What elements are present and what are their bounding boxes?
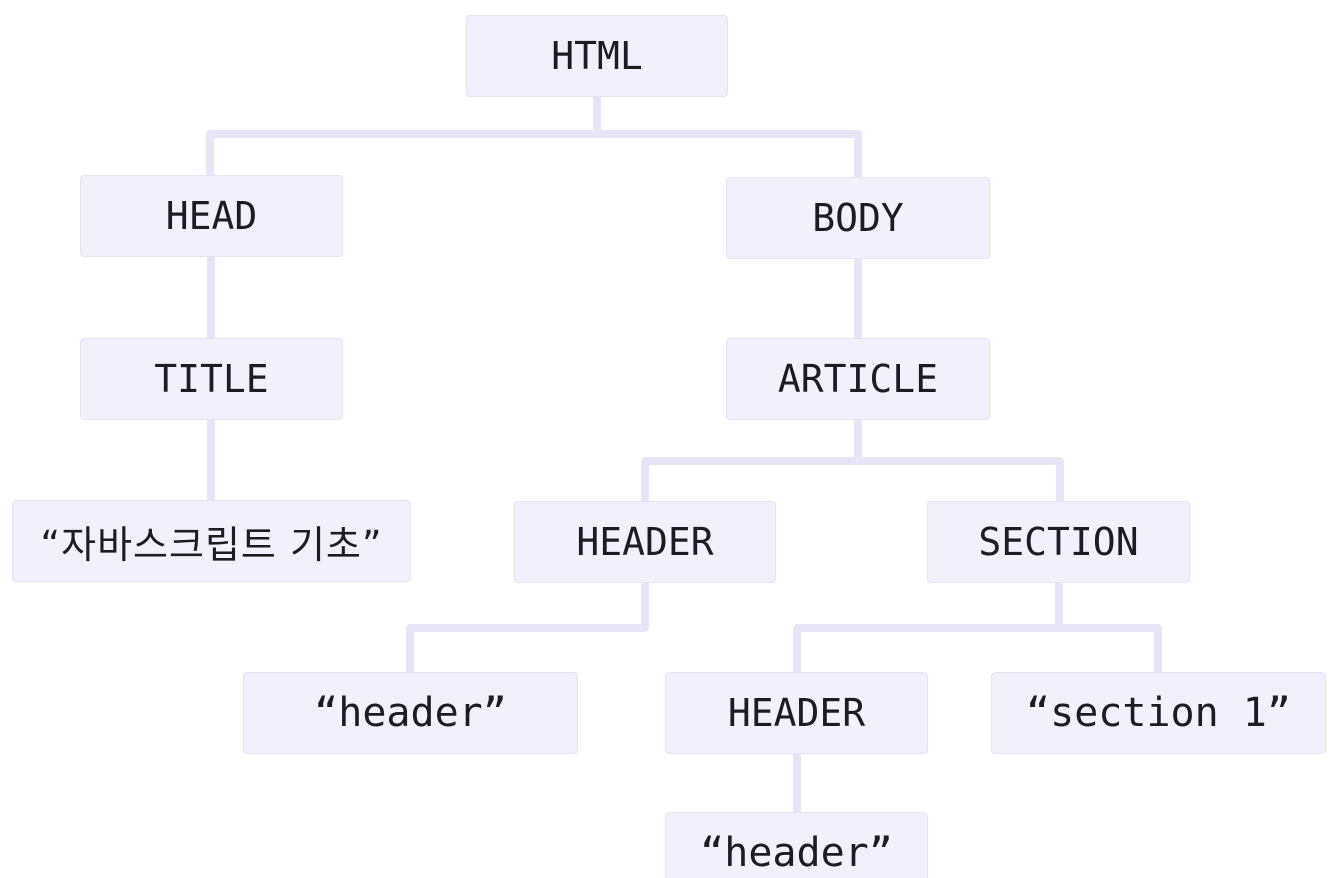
- node-title-text: “자바스크립트 기초”: [12, 500, 411, 582]
- connector-html-head-body: [206, 97, 862, 177]
- node-html: HTML: [466, 15, 728, 97]
- node-head: HEAD: [80, 175, 343, 257]
- node-section-text: “section 1”: [991, 672, 1326, 754]
- node-section-header-text: “header”: [665, 812, 928, 878]
- connector-header-text: [406, 583, 649, 672]
- node-section: SECTION: [927, 501, 1190, 583]
- node-header-text: “header”: [243, 672, 578, 754]
- node-article: ARTICLE: [726, 338, 990, 420]
- node-body: BODY: [726, 177, 990, 259]
- connector-article-header-section: [641, 420, 1064, 501]
- node-title: TITLE: [80, 338, 343, 420]
- node-header: HEADER: [514, 501, 776, 583]
- node-section-header: HEADER: [665, 672, 928, 754]
- connector-section-children: [793, 583, 1162, 672]
